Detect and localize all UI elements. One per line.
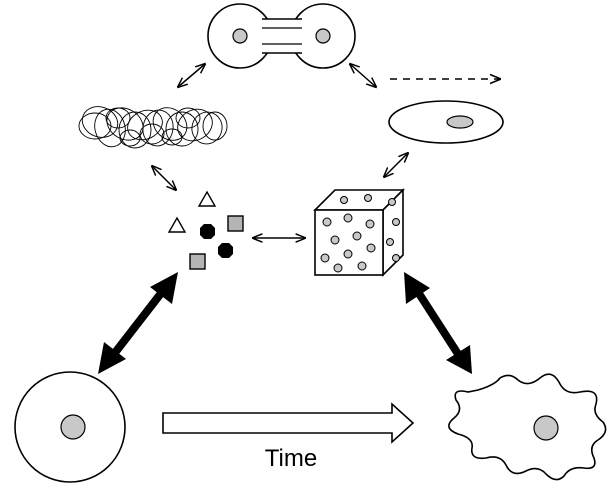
time-arrow [162, 402, 415, 444]
spread-cell-icon [388, 100, 504, 144]
arrow-spread-cube [384, 153, 408, 177]
fibrous-tangle-icon [78, 106, 228, 149]
small-arrows [152, 64, 408, 238]
double-cell-icon [207, 3, 356, 69]
particle-cube-icon [313, 188, 405, 277]
soluble-factors-icon [167, 190, 244, 270]
bold-arrow-left [98, 272, 178, 374]
arrow-tangle-factors [152, 166, 176, 190]
arrow-tangle-double [178, 64, 205, 87]
bold-arrow-right [404, 272, 472, 374]
arrow-double-spread [350, 64, 376, 87]
round-cell-icon [14, 371, 126, 483]
irregular-cell-icon [448, 373, 607, 481]
time-label: Time [265, 445, 317, 472]
